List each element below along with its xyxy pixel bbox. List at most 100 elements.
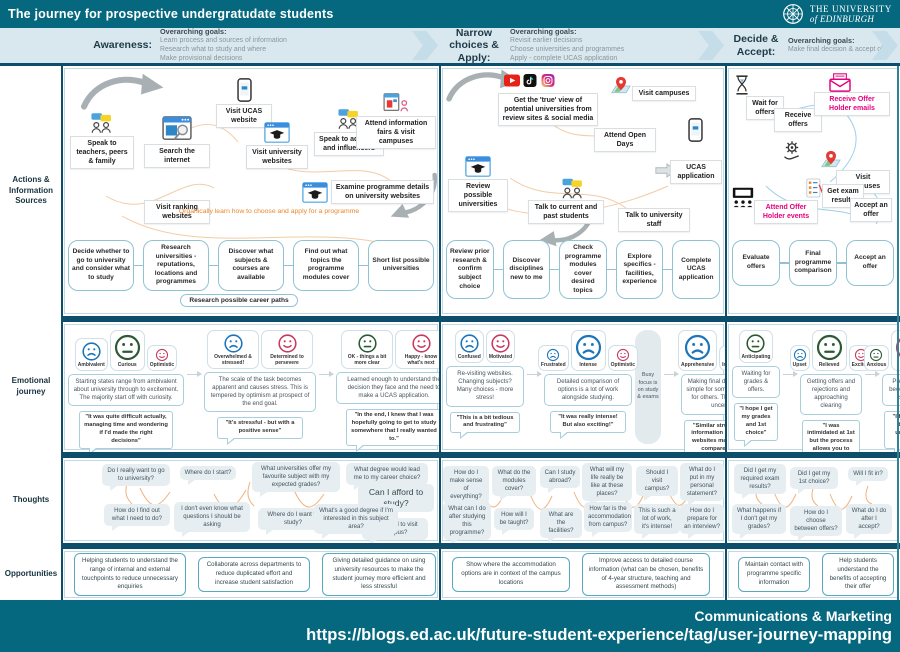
face-label: Curious [117,362,137,368]
neutral-face-icon [357,333,378,354]
flow-connector [134,264,143,267]
flow-step: Explore specifics - facilities, experien… [615,240,664,300]
university-name-line1: THE UNIVERSITY [809,3,892,14]
emotion-quote: "This is a bit tedious and frustrating" [450,411,520,439]
arrow-right-icon [865,370,880,377]
opportunities-narrow-cell: Show where the accommodation options are… [440,549,726,600]
flow-step: Decide whether to go to university and c… [68,240,134,291]
action-label: Get the 'true' view of potential univers… [498,93,598,127]
action-label: Speak to teachers, peers & family [70,136,134,170]
action-attend-offer-events: Attend Offer Holder events [754,200,818,225]
page-title: The journey for prospective undergratuda… [8,7,334,21]
flow-step: Find out what topics the programme modul… [293,240,359,291]
thought-bubble: What do the modules cover? [492,466,536,501]
thought-bubble: How will I be taught? [494,508,534,535]
face-motivated: Motivated [485,330,516,363]
face-label: Anticipating [741,354,771,360]
emotion-group: Frustrated Intense Optimistic Detailed c… [537,330,639,439]
sad-face-icon [459,333,480,354]
flow-step: Discover what subjects & courses are ava… [218,240,284,291]
sad-face-icon [223,333,244,354]
opportunity-card: Improve access to detailed course inform… [582,553,710,596]
browser-graduation-icon [264,122,290,143]
stage-band: Awareness: Overarching goals: Learn proc… [0,27,900,66]
offer-email-icon [828,72,852,92]
emotion-summary: Detailed comparison of options is a lot … [544,373,632,407]
hourglass-icon [734,74,750,96]
action-review-universities: Review possible universities [448,156,508,213]
emotional-decide-cell: Anticipating Waiting for grades & offers… [726,322,900,452]
emotion-quote: "It was really intense! But also excitin… [550,411,626,439]
face-label: Anxious [866,362,887,368]
thought-bubble: How do I prepare for an interview? [680,504,724,539]
neutral-face-icon [745,333,766,354]
sad-face-icon [81,341,102,362]
thought-bubble: Do I really want to go to university? [102,464,170,491]
flow-step: Accept an offer [846,240,894,286]
action-talk-staff: Talk to university staff [618,208,690,233]
thought-bubble: Where do I start? [180,466,236,485]
action-talk-students: Talk to current and past students [528,200,604,225]
face-label: Optimistic [149,362,175,368]
stage-goals-decide-accept: Overarching goals: Make final decision &… [788,36,891,54]
flow-connector [209,264,218,267]
presentation-icon [730,186,756,208]
thought-bubble: What happens if I don't get my grades? [732,504,786,539]
face-label: Upset [792,362,807,368]
people-chat-icon [560,178,586,199]
narrow-flow: Review prior research & confirm subject … [446,240,720,300]
action-label: UCAS application [670,160,722,185]
thought-bubble: What do I do after I accept? [846,504,892,539]
face-label: Frustrated [540,362,566,368]
row-label-thoughts: Thoughts [12,495,50,505]
flow-step: Discover disciplines new to me [502,240,551,300]
decide-flow: Evaluate offers Final programme comparis… [732,240,894,286]
action-visit-university: Visit university websites [246,122,308,170]
face-anticipating: Anticipating [738,330,774,363]
thought-bubble: What universities offer my favourite sub… [252,462,340,497]
emotional-narrow-cell: Confused Motivated Re-visiting websites.… [440,322,726,452]
face-label: Determined to persevere [270,354,304,366]
sad-face-icon [546,348,560,362]
emotion-summary: The scale of the task becomes apparent a… [204,371,316,413]
action-label: Examine programme details on university … [331,180,434,205]
face-intense: Intense [570,330,606,371]
opportunity-card: Help students understand the benefits of… [822,553,894,596]
flow-step: Review prior research & confirm subject … [446,240,494,300]
action-speak-teachers: Speak to teachers, peers & family [70,112,134,170]
face-label: Motivated [488,354,513,360]
thought-bubble: I don't even know what questions I shoul… [174,502,250,537]
emotion-summary: Getting offers and rejections and approa… [800,373,862,415]
action-label: Attend information fairs & visit campuse… [356,116,436,150]
thought-bubble: How do I choose between offers? [790,506,842,541]
happy-face-icon [616,348,630,362]
thought-bubble: Should I visit campus? [636,466,678,501]
action-social-view: Get the 'true' view of potential univers… [498,93,598,127]
emotion-summary: Re-visiting websites. Changing subjects?… [446,365,524,407]
information-fair-icon [382,92,410,114]
goals-title: Overarching goals: [788,36,855,46]
action-label: Visit university websites [246,145,308,170]
stage-goals-narrow-apply: Overarching goals: Revisit earlier decis… [510,27,624,63]
goals-title: Overarching goals: [160,27,227,37]
face-label: Impatient [722,362,726,369]
thought-bubble: Can I study abroad? [540,466,580,493]
opportunities-decide-cell: Maintain contact with programme specific… [726,549,900,600]
action-examine-programme: Examine programme details on university … [302,180,434,205]
action-label: Search the internet [144,144,210,169]
university-logo: THE UNIVERSITY of EDINBURGH [782,3,892,25]
row-label-actions: Actions & Information Sources [9,174,53,206]
awareness-flow: Decide whether to go to university and c… [68,240,434,291]
action-label: Review possible universities [448,179,508,213]
stage-label-narrow-apply: Narrow choices & Apply: [449,27,499,64]
flow-connector [837,262,846,264]
face-label: Ambivalent [77,362,105,368]
happy-face-icon [490,333,511,354]
face-happy-next: Happy - know what's next [395,330,440,369]
goal-item: Revisit earlier decisions [510,36,583,44]
face-label: Apprehensive [681,362,715,368]
face-confused: Confused [454,330,484,363]
opportunity-card: Maintain contact with programme specific… [738,557,810,592]
face-anxious: Anxious [863,345,890,371]
